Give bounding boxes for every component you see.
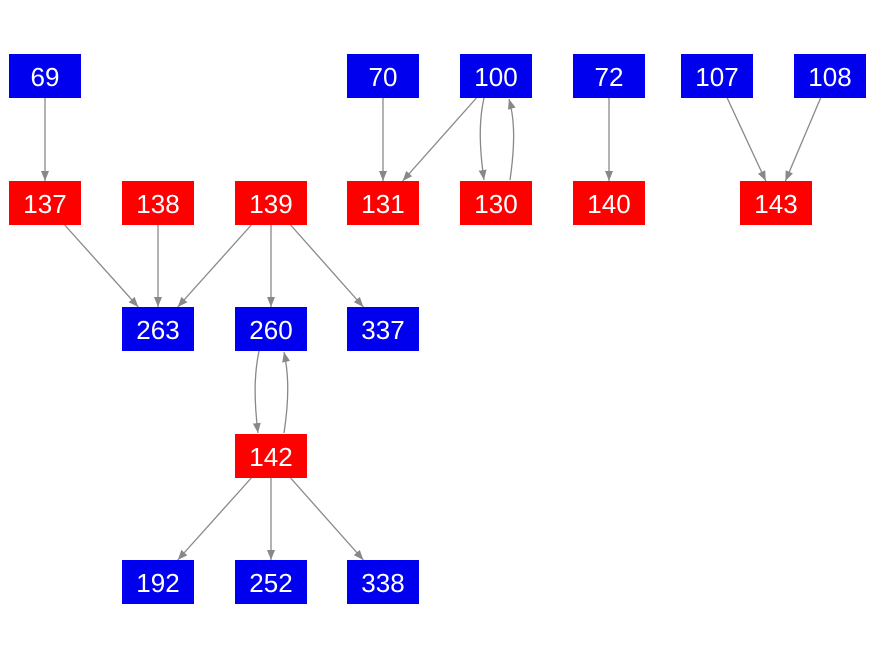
node-252-box — [235, 560, 307, 604]
node-108-label: 108 — [808, 62, 851, 92]
node-143: 143 — [740, 181, 812, 225]
node-137: 137 — [9, 181, 81, 225]
node-142: 142 — [235, 434, 307, 478]
node-260-label: 260 — [249, 315, 292, 345]
node-100-label: 100 — [474, 62, 517, 92]
node-100: 100 — [460, 54, 532, 98]
node-263-box — [122, 307, 194, 351]
edge-108-to-143 — [784, 97, 822, 182]
node-260-box — [235, 307, 307, 351]
edge-107-to-143 — [726, 97, 767, 182]
edges-layer — [41, 97, 822, 561]
node-130-box — [460, 181, 532, 225]
node-338-label: 338 — [361, 568, 404, 598]
edge-142-to-192 — [177, 477, 252, 561]
node-140-label: 140 — [587, 189, 630, 219]
node-72: 72 — [573, 54, 645, 98]
node-139: 139 — [235, 181, 307, 225]
node-131-label: 131 — [361, 189, 404, 219]
node-143-label: 143 — [754, 189, 797, 219]
node-337-label: 337 — [361, 315, 404, 345]
node-130: 130 — [460, 181, 532, 225]
node-69: 69 — [9, 54, 81, 98]
node-107: 107 — [681, 54, 753, 98]
node-100-box — [460, 54, 532, 98]
node-337: 337 — [347, 307, 419, 351]
edge-139-to-263 — [177, 224, 252, 308]
node-108-box — [794, 54, 866, 98]
node-137-label: 137 — [23, 189, 66, 219]
node-252-label: 252 — [249, 568, 292, 598]
node-139-box — [235, 181, 307, 225]
node-69-label: 69 — [31, 62, 60, 92]
node-338-box — [347, 560, 419, 604]
node-70-box — [347, 54, 419, 98]
edge-260-to-142 — [252, 350, 261, 434]
node-107-label: 107 — [695, 62, 738, 92]
node-137-box — [9, 181, 81, 225]
node-192-label: 192 — [136, 568, 179, 598]
edge-137-to-263 — [64, 224, 139, 308]
node-72-label: 72 — [595, 62, 624, 92]
node-70-label: 70 — [369, 62, 398, 92]
node-138: 138 — [122, 181, 194, 225]
node-69-box — [9, 54, 81, 98]
node-337-box — [347, 307, 419, 351]
edge-130-to-100 — [507, 98, 516, 181]
node-252: 252 — [235, 560, 307, 604]
node-192-box — [122, 560, 194, 604]
edge-142-to-338 — [290, 477, 364, 561]
node-138-box — [122, 181, 194, 225]
edge-142-to-260 — [282, 351, 291, 434]
node-108: 108 — [794, 54, 866, 98]
node-131-box — [347, 181, 419, 225]
edge-100-to-130 — [478, 97, 487, 181]
node-192: 192 — [122, 560, 194, 604]
edge-100-to-131 — [402, 97, 477, 182]
node-140: 140 — [573, 181, 645, 225]
edge-139-to-337 — [290, 224, 364, 308]
node-143-box — [740, 181, 812, 225]
node-138-label: 138 — [136, 189, 179, 219]
node-263-label: 263 — [136, 315, 179, 345]
node-131: 131 — [347, 181, 419, 225]
node-70: 70 — [347, 54, 419, 98]
node-72-box — [573, 54, 645, 98]
nodes-layer: 69 70 100 72 107 108 137 138 139 131 130 140 143 263 2… — [9, 54, 866, 604]
node-142-box — [235, 434, 307, 478]
node-140-box — [573, 181, 645, 225]
node-338: 338 — [347, 560, 419, 604]
node-263: 263 — [122, 307, 194, 351]
node-142-label: 142 — [249, 442, 292, 472]
node-260: 260 — [235, 307, 307, 351]
node-107-box — [681, 54, 753, 98]
node-130-label: 130 — [474, 189, 517, 219]
node-139-label: 139 — [249, 189, 292, 219]
